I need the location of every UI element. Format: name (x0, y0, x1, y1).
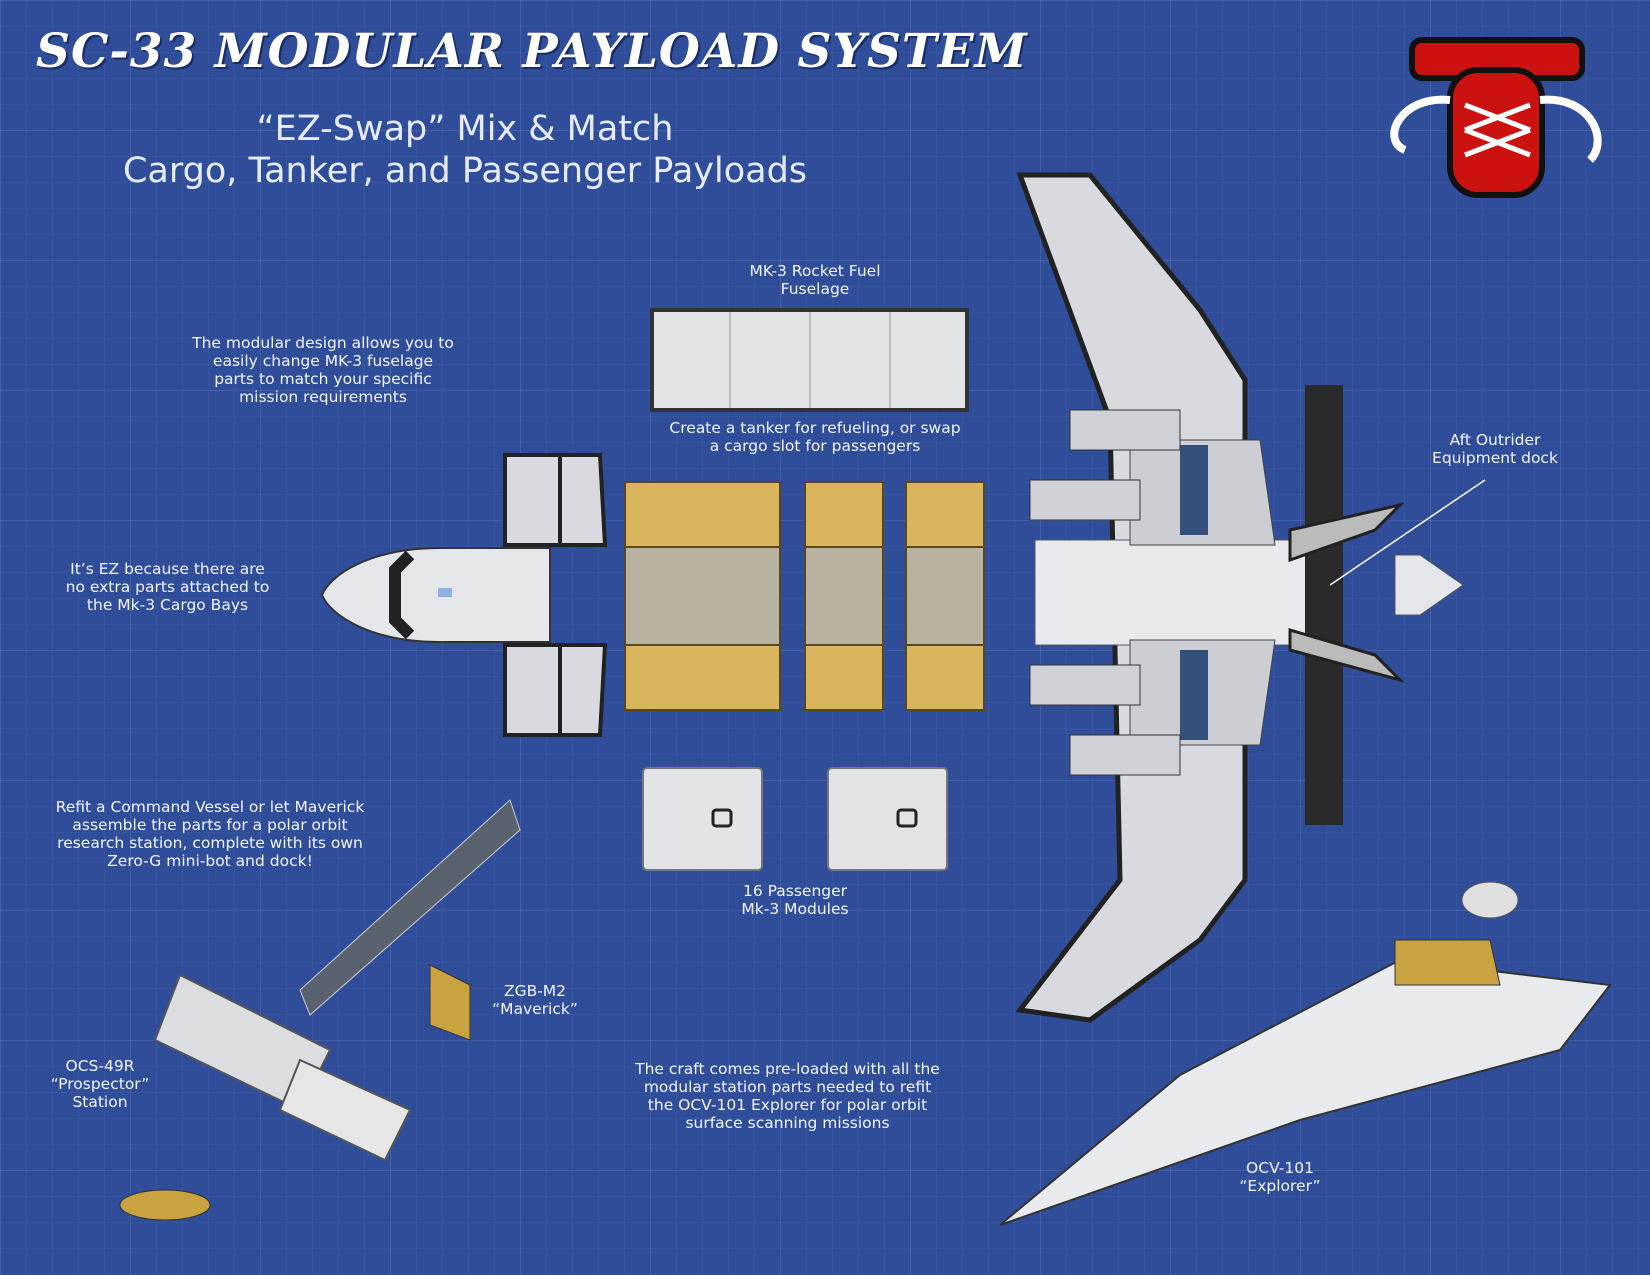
note-line: It’s EZ because there are (70, 560, 265, 578)
label-prospector: OCS-49R“Prospector”Station (45, 1057, 155, 1111)
label-explorer: OCV-101“Explorer” (1230, 1159, 1330, 1195)
label-line: “Explorer” (1239, 1177, 1321, 1195)
note-line: mission requirements (239, 388, 407, 406)
label-line: Station (72, 1093, 128, 1111)
label-line: OCS-49R (65, 1057, 135, 1075)
label-line: “Maverick” (492, 1000, 578, 1018)
poster-subtitle: “EZ-Swap” Mix & Match Cargo, Tanker, and… (120, 108, 810, 192)
label-line: OCV-101 (1246, 1159, 1314, 1177)
aft-wing-section (1015, 172, 1486, 1023)
logo (1390, 37, 1602, 198)
label-line: Aft Outrider (1449, 431, 1541, 449)
aft-dock-cap (1394, 554, 1464, 616)
note-line: The craft comes pre-loaded with all the (635, 1060, 940, 1078)
note-line: Refit a Command Vessel or let Maverick (55, 798, 365, 816)
label-line: MK-3 Rocket Fuel (749, 262, 881, 280)
note-line: research station, complete with its own (57, 834, 363, 852)
note-line: easily change MK-3 fuselage (212, 352, 434, 370)
note-line: The modular design allows you to (192, 334, 454, 352)
subtitle-line: Cargo, Tanker, and Passenger Payloads (122, 151, 808, 191)
label-line: ZGB-M2 (503, 982, 567, 1000)
note-line: Create a tanker for refueling, or swap (669, 419, 961, 437)
note-line: no extra parts attached to (65, 578, 270, 596)
label-line: Equipment dock (1432, 449, 1558, 467)
label-line: Mk-3 Modules (741, 900, 849, 918)
prospector-station (119, 799, 521, 1221)
explorer-ship (999, 881, 1612, 1226)
passenger-modules (642, 767, 948, 871)
note-line: assemble the parts for a polar orbit (72, 816, 348, 834)
note-line: the Mk-3 Cargo Bays (86, 596, 249, 614)
fuel-fuselage (650, 308, 969, 412)
note-line: modular station parts needed to refit (643, 1078, 932, 1096)
label-line: “Prospector” (50, 1075, 150, 1093)
label-line: 16 Passenger (742, 882, 848, 900)
cargo-bays (624, 481, 985, 711)
note-line: surface scanning missions (685, 1114, 890, 1132)
note-line: Zero-G mini-bot and dock! (107, 852, 313, 870)
label-line: Fuselage (780, 280, 850, 298)
note-line: a cargo slot for passengers (709, 437, 921, 455)
poster-title: SC-33 MODULAR PAYLOAD SYSTEM (36, 24, 1028, 79)
note-line: the OCV-101 Explorer for polar orbit (647, 1096, 928, 1114)
cockpit-nose (320, 453, 608, 737)
subtitle-line: “EZ-Swap” Mix & Match (256, 109, 674, 149)
note-line: parts to match your specific (214, 370, 432, 388)
label-maverick: ZGB-M2“Maverick” (480, 982, 590, 1018)
